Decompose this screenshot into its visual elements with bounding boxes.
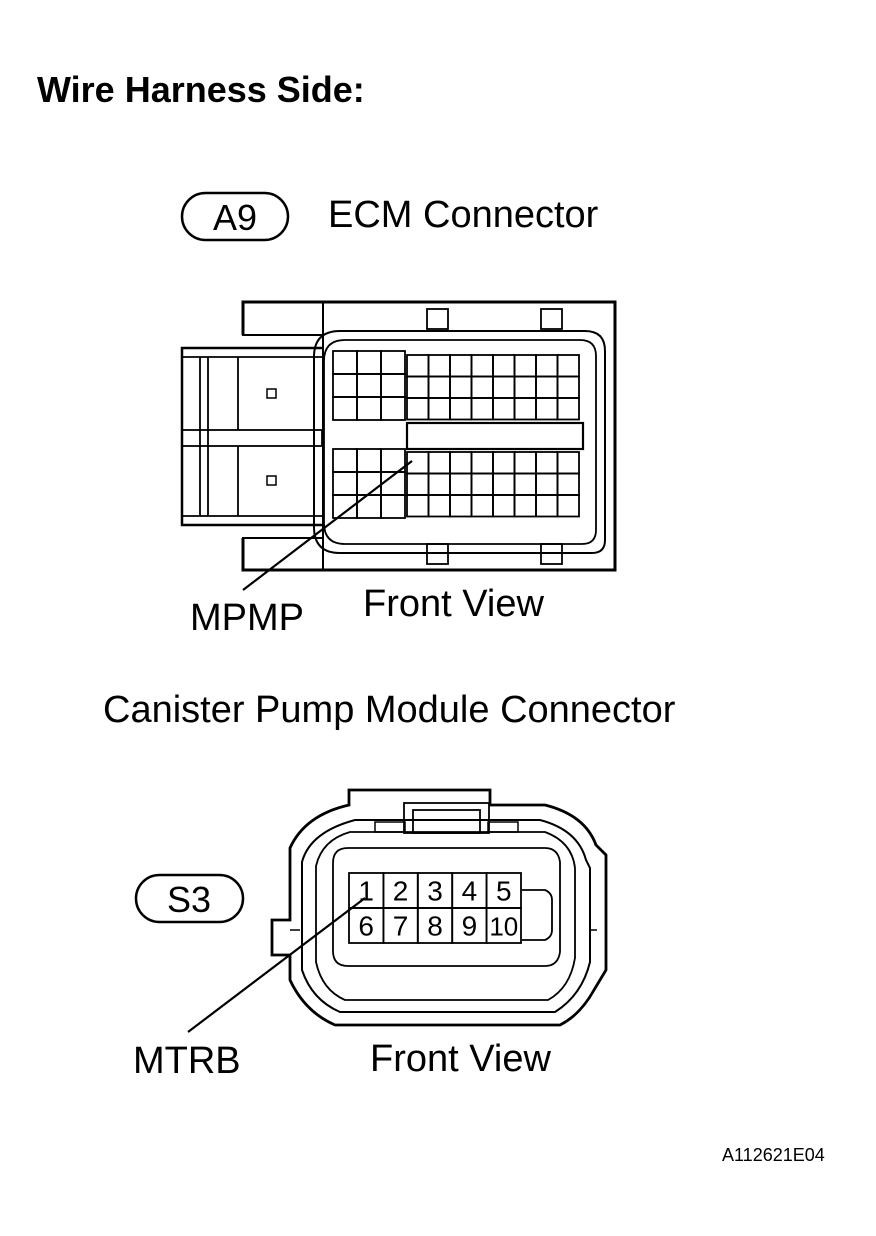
ecm-pin-cell	[470, 354, 494, 378]
ecm-pin-cell	[513, 375, 537, 399]
ecm-pin-cell	[356, 350, 382, 375]
ecm-pin-cell	[556, 397, 580, 421]
ecm-pin-cell	[332, 396, 358, 421]
ecm-pin-cell	[449, 354, 473, 378]
ecm-pin-cell	[380, 350, 406, 375]
ecm-pin-cell	[556, 375, 580, 399]
ecm-right-lower-grid	[406, 451, 580, 518]
ecm-pin-cell	[427, 451, 451, 475]
ecm-pin-cell	[427, 375, 451, 399]
ecm-pin-cell	[535, 472, 559, 496]
ecm-pin-cell	[427, 494, 451, 518]
ecm-pin-cell	[449, 397, 473, 421]
ecm-connector	[180, 300, 617, 572]
ecm-pin-cell	[492, 494, 516, 518]
ecm-pin-cell	[513, 397, 537, 421]
mtrb-pin-label: MTRB	[133, 1040, 241, 1082]
ecm-pin-cell	[332, 448, 358, 473]
canister-code-badge: S3	[134, 873, 245, 924]
ecm-connector-title: ECM Connector	[328, 194, 599, 236]
canister-pin-number: 7	[393, 911, 409, 942]
ecm-right-upper-grid	[406, 354, 580, 421]
mpmp-pin-label: MPMP	[190, 597, 304, 639]
ecm-pin-cell	[406, 397, 430, 421]
ecm-pin-cell	[356, 494, 382, 519]
canister-pin-number: 2	[393, 876, 409, 907]
ecm-pin-cell	[492, 354, 516, 378]
ecm-code-badge: A9	[180, 191, 290, 242]
ecm-pin-cell	[513, 354, 537, 378]
ecm-pin-cell	[380, 396, 406, 421]
canister-connector	[270, 788, 608, 1027]
ecm-pin-cell	[470, 451, 494, 475]
ecm-pin-cell	[449, 472, 473, 496]
canister-pin-number: 10	[489, 912, 518, 942]
canister-pin-number: 6	[358, 911, 374, 942]
ecm-pin-cell	[556, 494, 580, 518]
ecm-pin-cell	[427, 472, 451, 496]
ecm-pin-cell	[492, 375, 516, 399]
canister-pin-number: 4	[462, 876, 478, 907]
ecm-pin-cell	[513, 472, 537, 496]
ecm-pin-cell	[356, 396, 382, 421]
canister-connector-title: Canister Pump Module Connector	[103, 689, 676, 731]
canister-pin-cell	[485, 907, 522, 944]
ecm-pin-cell	[470, 494, 494, 518]
ecm-pin-cell	[470, 472, 494, 496]
ecm-pin-cell	[356, 373, 382, 398]
ecm-pin-cell	[535, 375, 559, 399]
ecm-pin-cell	[406, 472, 430, 496]
ecm-front-view-label: Front View	[363, 583, 544, 625]
ecm-pin-cell	[406, 494, 430, 518]
ecm-pin-cell	[556, 472, 580, 496]
ecm-left-upper-grid	[332, 350, 406, 421]
ecm-pin-cell	[356, 448, 382, 473]
canister-pin-number: 5	[496, 876, 512, 907]
ecm-pin-cell	[556, 354, 580, 378]
ecm-pin-cell	[492, 397, 516, 421]
svg-text:A9: A9	[213, 197, 257, 238]
ecm-pin-cell	[427, 397, 451, 421]
ecm-pin-cell	[535, 354, 559, 378]
mpmp-leader-line	[242, 460, 413, 591]
ecm-pin-cell	[492, 451, 516, 475]
ecm-pin-cell	[470, 375, 494, 399]
svg-text:S3: S3	[167, 879, 211, 920]
ecm-pin-cell	[406, 354, 430, 378]
canister-pin-number: 9	[462, 911, 478, 942]
ecm-pin-cell	[406, 375, 430, 399]
ecm-pin-cell	[556, 451, 580, 475]
ecm-pin-cell	[427, 354, 451, 378]
ecm-left-lower-grid	[332, 448, 406, 519]
ecm-pin-cell	[535, 494, 559, 518]
ecm-pin-cell	[449, 375, 473, 399]
ecm-pin-cell	[470, 397, 494, 421]
ecm-pin-cell	[332, 373, 358, 398]
ecm-pin-cell	[449, 494, 473, 518]
ecm-pin-cell	[535, 397, 559, 421]
ecm-pin-cell	[513, 494, 537, 518]
ecm-pin-cell	[356, 471, 382, 496]
mtrb-leader-line	[187, 897, 366, 1033]
canister-front-view-label: Front View	[370, 1038, 551, 1080]
figure-id: A112621E04	[722, 1145, 825, 1165]
ecm-pin-cell	[535, 451, 559, 475]
ecm-pin-cell	[492, 472, 516, 496]
ecm-pin-cell	[332, 350, 358, 375]
ecm-pin-cell	[449, 451, 473, 475]
canister-pin-number: 8	[427, 911, 443, 942]
ecm-pin-cell	[332, 471, 358, 496]
ecm-pin-cell	[513, 451, 537, 475]
ecm-pin-cell	[380, 373, 406, 398]
canister-pin-number: 3	[427, 876, 443, 907]
page-heading: Wire Harness Side:	[37, 69, 365, 110]
ecm-pin-cell	[380, 494, 406, 519]
